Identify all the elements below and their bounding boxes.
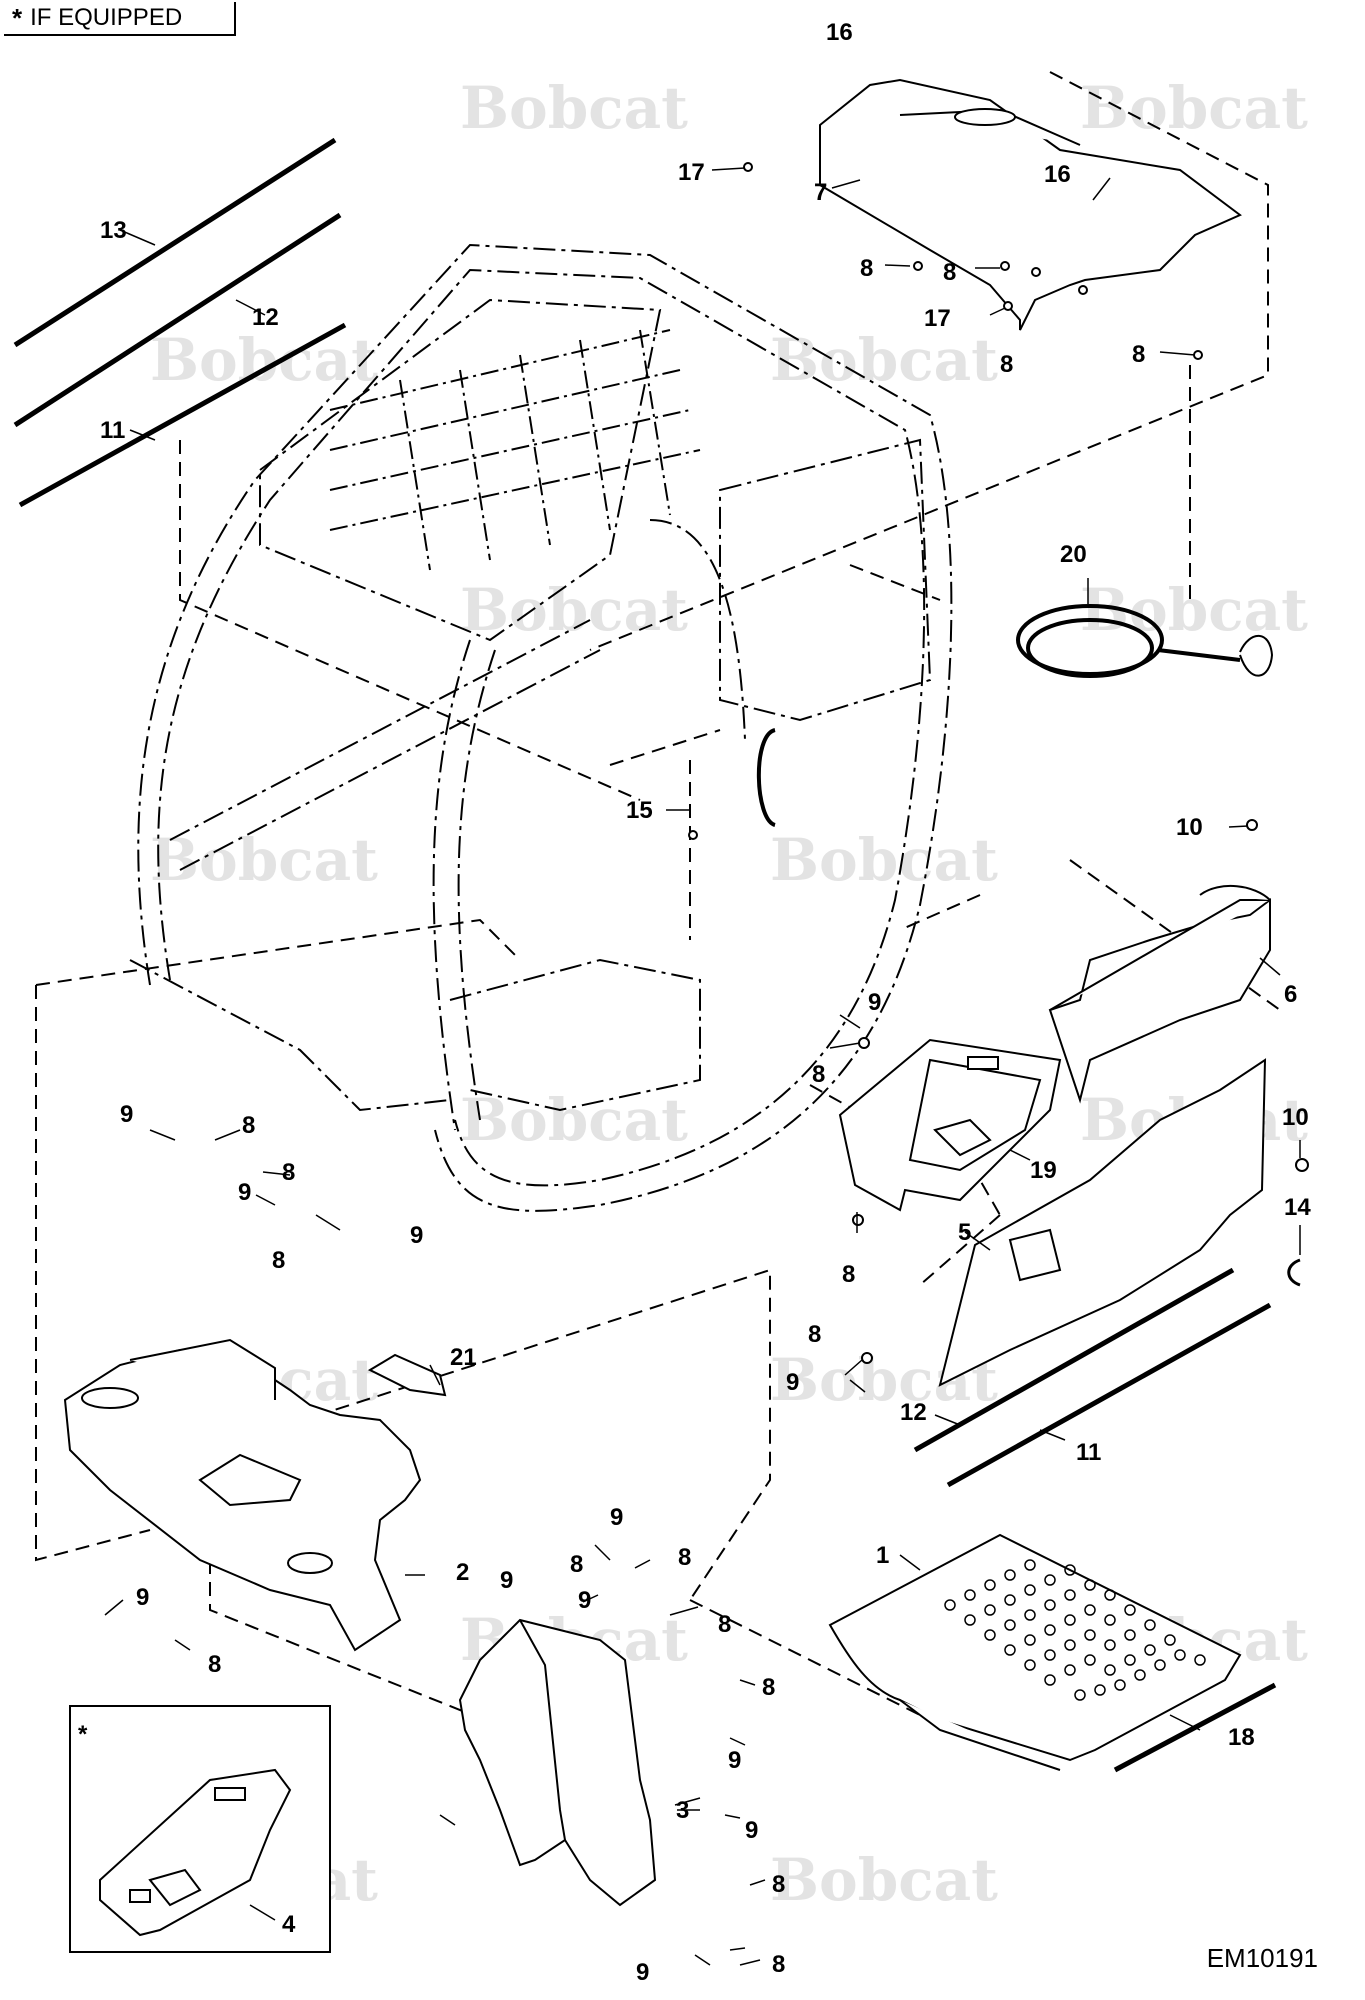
callout-11: 11: [1076, 1439, 1101, 1466]
callout-9: 9: [636, 1959, 649, 1986]
callout-8: 8: [812, 1061, 825, 1088]
callout-8: 8: [570, 1551, 583, 1578]
cab-frame: [129, 243, 953, 1212]
top-cover: [819, 78, 1242, 331]
cab-roof-grid: [329, 329, 701, 571]
watermark: Bobcat: [1080, 576, 1308, 644]
side-panel: [938, 1058, 1267, 1387]
callout-1: 1: [876, 1542, 889, 1569]
callout-4: 4: [282, 1911, 296, 1938]
callout-8: 8: [762, 1674, 775, 1701]
floor-plate-holes: [944, 1559, 1206, 1701]
callout-8: 8: [943, 259, 956, 286]
callout-8: 8: [772, 1951, 785, 1978]
clip: [1287, 1258, 1301, 1287]
watermark: Bobcat: [1080, 74, 1308, 142]
lower-front-panel: [63, 1338, 422, 1652]
callout-8: 8: [1000, 351, 1013, 378]
legend-asterisk: *: [12, 3, 23, 33]
watermark: Bobcat: [460, 74, 688, 142]
callout-8: 8: [242, 1112, 255, 1139]
callout-17: 17: [678, 159, 705, 186]
callout-9: 9: [410, 1222, 423, 1249]
callout-8: 8: [282, 1159, 295, 1186]
leader-lines: [104, 167, 1301, 1966]
fasteners: [688, 162, 1309, 1364]
callout-9: 9: [238, 1179, 251, 1206]
callout-9: 9: [120, 1101, 133, 1128]
callout-9: 9: [786, 1369, 799, 1396]
callout-8: 8: [860, 255, 873, 282]
callout-8: 8: [272, 1247, 285, 1274]
callout-9: 9: [868, 989, 881, 1016]
callout-9: 9: [610, 1504, 623, 1531]
callout-8: 8: [678, 1544, 691, 1571]
callout-12: 12: [900, 1399, 927, 1426]
watermark: Bobcat: [150, 826, 378, 894]
lower-side-panel: [458, 1618, 657, 1907]
if-equipped-legend: * IF EQUIPPED: [4, 2, 236, 36]
callout-10: 10: [1176, 814, 1203, 841]
callout-8: 8: [808, 1321, 821, 1348]
watermark: Bobcat: [770, 826, 998, 894]
callout-20: 20: [1060, 541, 1087, 568]
callout-3: 3: [676, 1797, 689, 1824]
inset-box: *: [69, 1705, 331, 1953]
watermark: Bobcat: [770, 326, 998, 394]
callout-21: 21: [450, 1344, 477, 1371]
callout-18: 18: [1228, 1724, 1255, 1751]
callout-15: 15: [626, 797, 653, 824]
callout-8: 8: [772, 1871, 785, 1898]
callout-8: 8: [1132, 341, 1145, 368]
floor-plate: [828, 1533, 1242, 1771]
seat-mount: [838, 1038, 1062, 1212]
seal-strips-top: [13, 137, 347, 508]
grab-handle: [756, 728, 776, 827]
callout-9: 9: [578, 1587, 591, 1614]
seal-strips-right: [913, 1267, 1272, 1488]
callout-13: 13: [100, 217, 127, 244]
callout-10: 10: [1282, 1104, 1309, 1131]
callout-9: 9: [728, 1747, 741, 1774]
callout-19: 19: [1030, 1157, 1057, 1184]
callout-9: 9: [500, 1567, 513, 1594]
callout-16: 16: [826, 19, 853, 46]
callout-7: 7: [814, 179, 827, 206]
callout-9: 9: [745, 1817, 758, 1844]
watermark: Bobcat: [460, 1086, 688, 1154]
callout-8: 8: [208, 1651, 221, 1678]
callout-labels: 16 17 7 16 8 8 17 8 8 13 12 11 20 15 10 …: [100, 19, 1311, 1986]
callout-2: 2: [456, 1559, 469, 1586]
small-bracket: [367, 1353, 447, 1397]
callout-17: 17: [924, 305, 951, 332]
watermark: Bobcat: [460, 576, 688, 644]
door-seal-coil: [1016, 604, 1274, 678]
callout-6: 6: [1284, 981, 1297, 1008]
rear-panel: [1048, 884, 1271, 1104]
callout-12: 12: [252, 304, 279, 331]
watermark: Bobcat: [150, 326, 378, 394]
legend-text: IF EQUIPPED: [30, 4, 183, 31]
callout-8: 8: [842, 1261, 855, 1288]
callout-8: 8: [718, 1611, 731, 1638]
watermark: Bobcat: [770, 1846, 998, 1914]
callout-16: 16: [1044, 161, 1071, 188]
inset-asterisk: *: [78, 1721, 88, 1748]
drawing-number: EM10191: [1206, 1943, 1318, 1973]
callout-14: 14: [1284, 1194, 1311, 1221]
callout-11: 11: [100, 417, 125, 444]
callout-9: 9: [136, 1584, 149, 1611]
callout-5: 5: [958, 1219, 971, 1246]
